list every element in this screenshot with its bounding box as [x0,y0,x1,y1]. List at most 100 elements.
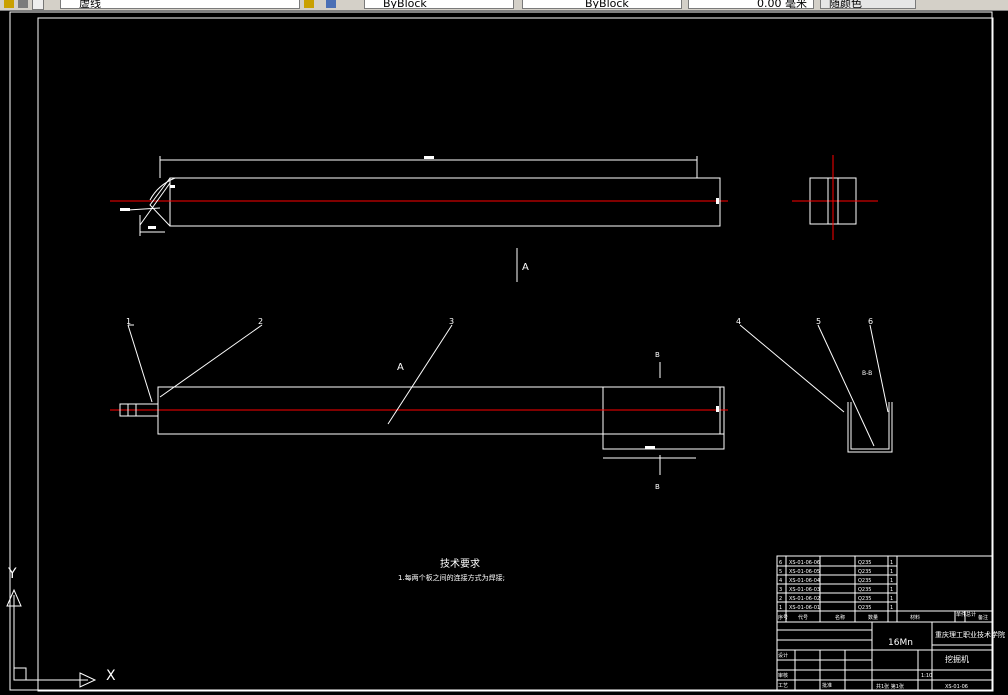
angle-leader-1 [139,182,171,226]
part-qty: 1 [890,587,893,593]
material-grade: 16Mn [888,638,913,648]
approve-label: 批准 [822,682,832,689]
section-label-a-1: A [522,262,529,273]
ucs-x-arrow [79,672,97,688]
process-label: 工艺 [778,683,788,689]
leader-3 [387,324,453,425]
ucs-x-label: X [106,668,116,684]
checker-label: 审核 [778,672,788,679]
header-row: 序号 代号 名称 数量 材料 单件 总计 备注 [778,611,988,621]
title-block-frame [776,555,993,692]
outer-frame [9,11,993,691]
part-code: XS-01-06-01 [789,605,820,611]
part-no: 4 [779,578,782,584]
tech-requirements-note: 1.每两个板之间的连接方式为焊接; [398,573,505,582]
channel-outline [847,402,893,453]
properties-toolbar: 虚线 ByBlock ByBlock 0.00 毫米 随颜色 [0,0,1008,11]
lineweight-select[interactable]: 0.00 毫米 [688,0,814,9]
part-no: 5 [779,569,782,575]
part-qty: 1 [890,605,893,611]
layer-select[interactable]: 虚线 [60,0,300,9]
callout-6: 6 [868,317,873,326]
part-code: XS-01-06-05 [789,569,820,575]
part-no: 2 [779,596,782,602]
part-material: Q235 [858,560,871,566]
ucs-y-label: Y [7,566,17,582]
leader-1 [127,324,153,403]
designer-label: 设计 [778,652,788,659]
part-material: Q235 [858,569,871,575]
callout-4: 4 [736,317,741,326]
top-beam-outline [169,177,721,227]
color-select[interactable]: ByBlock [364,0,514,9]
title-block: 6 XS-01-06-06 Q235 1 5 XS-01-06-05 Q235 … [776,555,1005,692]
section-label-a-2: A [397,362,404,373]
ucs-icon: X Y [6,566,116,688]
part-qty: 1 [890,578,893,584]
angle-label [170,185,175,188]
ucs-origin-box [13,667,27,681]
header-cell: 备注 [978,614,988,621]
layer-icon[interactable] [4,0,14,8]
part-material: Q235 [858,605,871,611]
scale: 1:10 [921,673,932,679]
leader-2 [159,324,263,398]
header-cell: 总计 [966,611,976,618]
part-no: 6 [779,560,782,566]
leader-5 [817,324,875,447]
header-cell: 材料 [910,614,920,621]
part-qty: 1 [890,560,893,566]
end-view [792,155,878,240]
lightbulb-icon[interactable] [18,0,28,8]
section-label-bb: B-B [862,370,872,377]
part-code: XS-01-06-03 [789,587,820,593]
bottom-right-dim-text [716,406,719,412]
top-beam-end [149,177,171,227]
header-cell: 代号 [798,614,808,621]
inner-frame [37,17,994,692]
weld-arc [149,177,176,201]
bottom-view [110,386,728,459]
sheet-info: 共1张 第1张 [876,683,904,690]
layer-previous-icon[interactable] [326,0,336,8]
part-qty: 1 [890,569,893,575]
channel-inner [850,402,890,450]
section-label-b-top: B [655,351,660,359]
callout-2: 2 [258,317,263,326]
header-cell: 序号 [778,614,788,621]
section-label-b-bottom: B [655,483,660,491]
section-bb: B-B [847,370,893,453]
part-material: Q235 [858,578,871,584]
ucs-y-arrow [6,588,22,607]
part-no: 3 [779,587,782,593]
leader-6 [869,324,889,413]
drawing-number: XS-01-06 [945,684,968,690]
header-cell: 单件 [956,611,966,618]
callout-5: 5 [816,317,821,326]
part-code: XS-01-06-04 [789,578,820,584]
part-name: 挖掘机 [945,654,969,664]
sun-icon[interactable] [32,0,44,10]
part-material: Q235 [858,596,871,602]
angle-leader-2 [127,207,161,211]
end-plate-outline [602,386,725,450]
plotstyle-select[interactable]: 随颜色 [820,0,916,9]
linetype-select[interactable]: ByBlock [522,0,682,9]
school-name: 重庆理工职业技术学院 [935,630,1005,639]
callout-1: 1 [126,317,131,326]
callout-3: 3 [449,317,454,326]
angle-label-3 [120,208,130,211]
part-code: XS-01-06-02 [789,596,820,602]
header-cell: 名称 [835,614,845,621]
part-no: 1 [779,605,782,611]
part-code: XS-01-06-06 [789,560,820,566]
part-material: Q235 [858,587,871,593]
tech-requirements-title: 技术要求 [440,557,480,570]
header-cell: 数量 [868,614,878,621]
bottom-dim-text [645,446,655,449]
make-current-icon[interactable] [304,0,314,8]
pin-block [119,403,159,417]
leader-4 [739,324,845,413]
part-qty: 1 [890,596,893,602]
